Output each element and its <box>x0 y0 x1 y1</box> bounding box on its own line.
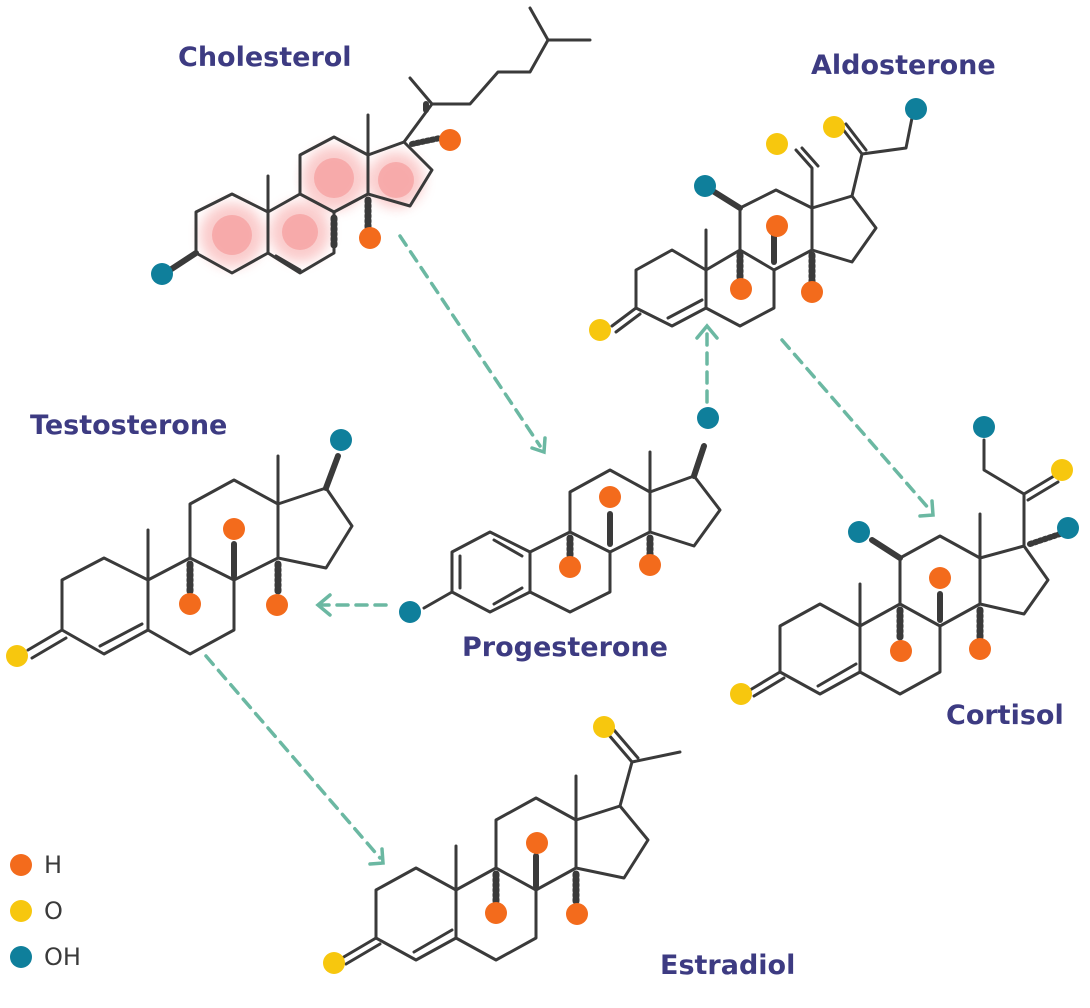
legend-item-oxygen: O <box>10 888 81 934</box>
hydroxyl-atom <box>973 416 995 438</box>
hydrogen-atom <box>559 556 581 578</box>
oxygen-atom <box>323 952 345 974</box>
estradiol-structure <box>340 728 682 966</box>
hydrogen-atom <box>890 640 912 662</box>
testosterone-structure <box>26 453 354 660</box>
oxygen-atom <box>589 319 611 341</box>
hydrogen-atom <box>439 129 461 151</box>
hydrogen-atom <box>526 832 548 854</box>
hydrogen-dot-icon <box>10 854 32 876</box>
hydrogen-atom <box>929 567 951 589</box>
hydroxyl-atom <box>694 175 716 197</box>
cortisol-structure <box>748 438 1063 698</box>
legend-item-hydrogen: H <box>10 842 81 888</box>
hydrogen-atom <box>266 594 288 616</box>
oxygen-atom <box>1051 459 1073 481</box>
hydroxyl-atom <box>151 263 173 285</box>
oxygen-atom <box>766 133 788 155</box>
hydroxyl-dot-icon <box>10 946 32 968</box>
aldosterone-label: Aldosterone <box>811 50 996 81</box>
legend-label-oxygen: O <box>44 897 63 925</box>
arrow-progesterone-to-testosterone <box>315 593 388 617</box>
atom-markers <box>6 98 1079 974</box>
cortisol-label: Cortisol <box>946 700 1064 731</box>
oxygen-atom <box>6 645 28 667</box>
hydroxyl-atom <box>905 98 927 120</box>
oxygen-atom <box>730 683 752 705</box>
arrow-progesterone-to-aldosterone <box>695 323 719 404</box>
arrow-aldosterone-to-cortisol <box>780 338 935 518</box>
oxygen-atom <box>823 116 845 138</box>
hydroxyl-atom <box>1057 517 1079 539</box>
testosterone-label: Testosterone <box>30 410 228 441</box>
hydrogen-atom <box>730 278 752 300</box>
hydrogen-atom <box>485 902 507 924</box>
arrow-cholesterol-to-progesterone <box>398 234 547 455</box>
estradiol-label: Estradiol <box>660 950 796 981</box>
arrow-testosterone-to-estradiol <box>204 654 385 866</box>
oxygen-atom <box>593 716 615 738</box>
aldosterone-structure <box>610 116 914 334</box>
hydrogen-atom <box>223 518 245 540</box>
hydrogen-atom <box>599 486 621 508</box>
cholesterol-structure <box>167 6 592 275</box>
hydrogen-atom <box>359 227 381 249</box>
legend-label-hydroxyl: OH <box>44 943 81 971</box>
hydrogen-atom <box>566 903 588 925</box>
hydrogen-atom <box>179 593 201 615</box>
hydrogen-atom <box>766 215 788 237</box>
hydrogen-atom <box>801 281 823 303</box>
progesterone-label: Progesterone <box>462 632 668 663</box>
cholesterol-highlight <box>200 146 424 267</box>
progesterone-structure <box>422 443 722 614</box>
legend-item-hydroxyl: OH <box>10 934 81 980</box>
legend-label-hydrogen: H <box>44 851 63 879</box>
cholesterol-label: Cholesterol <box>178 42 352 73</box>
hydroxyl-atom <box>848 521 870 543</box>
legend: H O OH <box>10 842 81 980</box>
hydrogen-atom <box>639 554 661 576</box>
hydroxyl-atom <box>330 429 352 451</box>
hydroxyl-atom <box>697 407 719 429</box>
oxygen-dot-icon <box>10 900 32 922</box>
hydroxyl-atom <box>399 601 421 623</box>
hydrogen-atom <box>969 638 991 660</box>
